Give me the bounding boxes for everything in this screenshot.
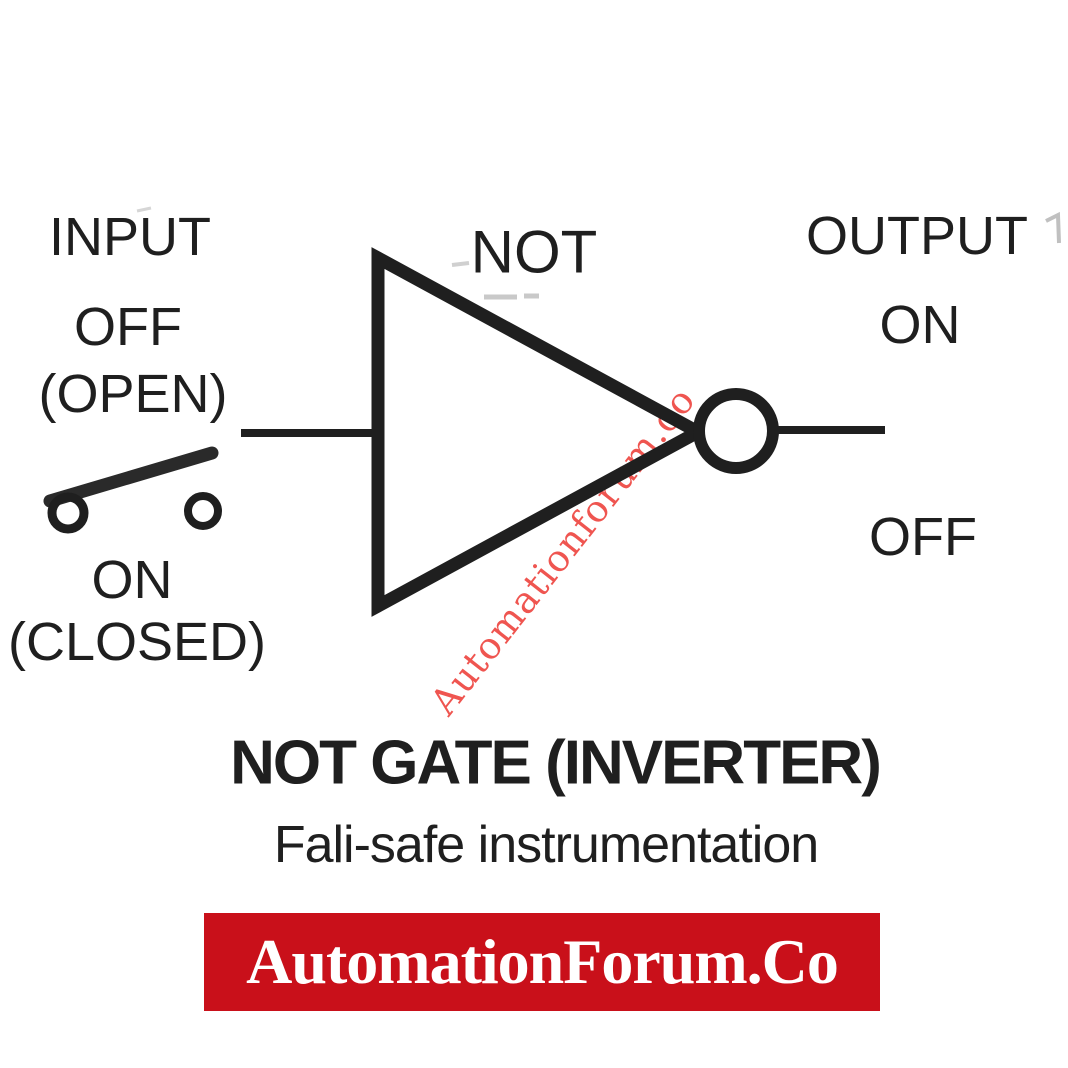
inversion-bubble-icon (693, 388, 779, 474)
input-state-detail-label: (OPEN) (38, 364, 228, 424)
brand-banner: AutomationForum.Co (204, 913, 880, 1011)
faint-artifacts (136, 206, 1061, 300)
switch-state-detail-label: (CLOSED) (7, 612, 267, 672)
switch-lever (43, 446, 219, 508)
open-switch-icon (43, 446, 222, 534)
gate-label: NOT (470, 218, 598, 286)
diagram-title: NOT GATE (INVERTER) (230, 728, 882, 798)
diagram-subtitle: Fali-safe instrumentation (273, 816, 819, 874)
output-state-on-label: ON (879, 295, 961, 355)
output-state-off-label: OFF (869, 507, 977, 567)
not-gate-triangle (371, 247, 712, 617)
input-title-label: INPUT (49, 207, 211, 267)
output-title-label: OUTPUT (806, 206, 1028, 266)
switch-state-label: ON (91, 550, 173, 610)
brand-banner-text: AutomationForum.Co (246, 926, 839, 997)
switch-pivot-terminal (47, 492, 89, 534)
switch-contact-terminal (184, 492, 222, 530)
input-state-label: OFF (74, 297, 182, 357)
